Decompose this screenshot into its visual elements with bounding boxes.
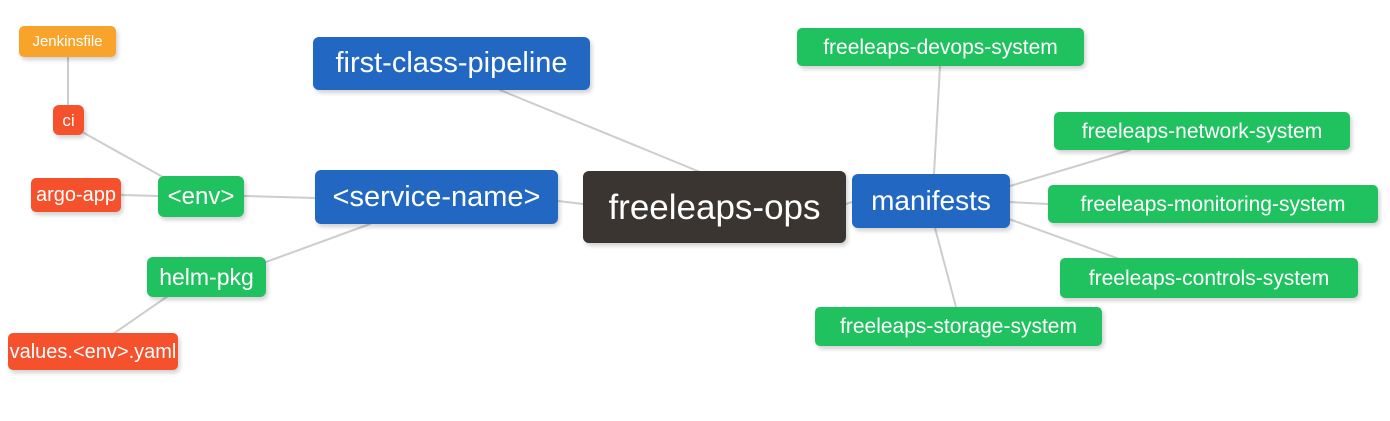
node-service-name[interactable]: <service-name> [315, 170, 558, 224]
edge-manifests-monitoring [1009, 201, 1049, 205]
edge-pipeline-freeleaps-ops [499, 89, 701, 173]
edge-values-yaml-helm-pkg [112, 295, 169, 335]
edge-manifests-devops [933, 65, 941, 175]
edge-ci-env [83, 132, 171, 182]
edge-env-service-name [243, 195, 316, 199]
edge-helm-pkg-service-name [265, 223, 371, 263]
edge-manifests-storage [934, 227, 957, 308]
edge-argo-app-env [120, 194, 159, 197]
node-freeleaps-monitoring-system[interactable]: freeleaps-monitoring-system [1048, 185, 1378, 223]
node-freeleaps-controls-system[interactable]: freeleaps-controls-system [1060, 258, 1358, 298]
node-argo-app[interactable]: argo-app [31, 178, 121, 212]
node-values-env-yaml[interactable]: values.<env>.yaml [8, 333, 178, 370]
edge-manifests-controls [1008, 218, 1126, 262]
node-helm-pkg[interactable]: helm-pkg [147, 257, 266, 297]
node-freeleaps-network-system[interactable]: freeleaps-network-system [1054, 112, 1350, 150]
node-first-class-pipeline[interactable]: first-class-pipeline [313, 37, 590, 90]
node-freeleaps-devops-system[interactable]: freeleaps-devops-system [797, 28, 1084, 66]
node-freeleaps-ops-root[interactable]: freeleaps-ops [583, 171, 846, 243]
node-freeleaps-storage-system[interactable]: freeleaps-storage-system [815, 307, 1102, 346]
edge-service-name-freeleaps-ops [557, 200, 584, 205]
edge-manifests-network [1009, 149, 1131, 187]
node-jenkinsfile[interactable]: Jenkinsfile [19, 26, 116, 57]
node-ci[interactable]: ci [53, 105, 84, 135]
node-env[interactable]: <env> [158, 176, 244, 217]
node-manifests[interactable]: manifests [852, 174, 1010, 228]
